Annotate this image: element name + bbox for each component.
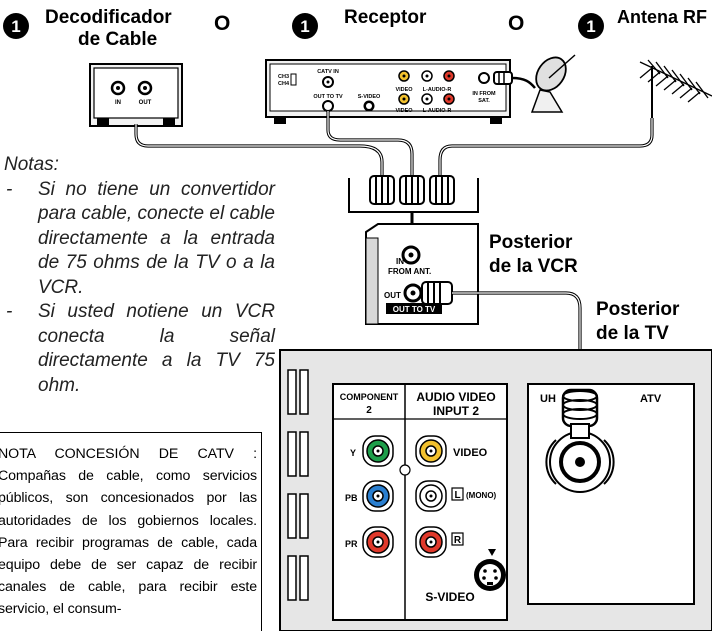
source-header-antenna: 1 Antena RF [578, 7, 707, 39]
number-badge-icon [578, 13, 604, 39]
cable-box-in-label: IN [115, 100, 121, 106]
source-header-cable-box: 1 Decodificador de Cable [3, 7, 172, 50]
coax-plug-icon [399, 175, 425, 205]
av-input-label-line2: INPUT 2 [433, 404, 479, 418]
svideo-jack-icon [474, 559, 506, 591]
sat-label: SAT. [478, 98, 490, 104]
channel-switch-icon [290, 73, 297, 86]
tv-svideo-label: S-VIDEO [425, 590, 474, 604]
coax-plug-icon [429, 175, 455, 205]
audio-l-label: L [454, 490, 460, 501]
notes-section: Notas: - Si no tiene un convertidor para … [0, 153, 275, 398]
uhf-label: UH [540, 393, 556, 405]
or-label: O [508, 12, 524, 35]
receiver-video-label-2: VIDEO [395, 108, 413, 114]
sat-in-jack-icon [478, 72, 490, 84]
or-label: O [214, 12, 230, 35]
ch3-label: CH3 [278, 74, 289, 80]
satellite-dish-icon [511, 54, 576, 113]
source-title-line1: Receptor [344, 7, 427, 28]
coax-plug-icon [561, 388, 599, 439]
audio-r-label: R [454, 535, 462, 546]
note-dash: - [6, 178, 13, 200]
badge-number: 1 [11, 17, 20, 36]
tv-video-label: VIDEO [453, 447, 488, 459]
vcr-in-label: IN [396, 257, 404, 266]
component-number: 2 [366, 405, 372, 416]
note-text: Si usted notiene un VCR conecta la señal… [38, 301, 275, 396]
pr-label: PR [345, 539, 358, 549]
y-jack-icon [362, 435, 394, 467]
tv-title-line1: Posterior [596, 299, 680, 320]
pb-label: PB [345, 493, 358, 503]
source-header-receiver: 1 Receptor [292, 7, 427, 39]
in-from-label: IN FROM [472, 91, 496, 97]
vcr-out-to-tv-label: OUT TO TV [393, 305, 436, 314]
badge-number: 1 [300, 17, 309, 36]
component-label: COMPONENT [340, 392, 399, 402]
catv-in-label: CATV IN [317, 69, 339, 75]
source-title-line1: Decodificador [45, 7, 172, 28]
ch4-label: CH4 [278, 81, 290, 87]
cable-box-out-label: OUT [139, 100, 152, 106]
audio-right-jack-icon [415, 526, 447, 558]
badge-number: 1 [586, 17, 595, 36]
vcr-out-label: OUT [384, 291, 401, 300]
y-label: Y [350, 448, 356, 458]
note-item: - Si usted notiene un VCR conecta la seña… [0, 300, 275, 398]
out-to-tv-label: OUT TO TV [313, 94, 343, 100]
number-badge-icon [3, 13, 29, 39]
vcr-title-line1: Posterior [489, 232, 573, 253]
note-item: - Si no tiene un convertidor para cable, … [0, 178, 275, 301]
cable-box-device: IN OUT [89, 63, 183, 127]
notes-title: Notas: [4, 154, 59, 175]
pb-jack-icon [362, 480, 394, 512]
catv-note-box: NOTA CONCESIÓN DE CATV : Compañas de cab… [0, 432, 262, 631]
coax-plug-icon [421, 281, 453, 305]
catv-note-text: NOTA CONCESIÓN DE CATV : Compañas de cab… [0, 446, 257, 618]
av-input-label-line1: AUDIO VIDEO [416, 390, 495, 404]
catv-label: ATV [640, 393, 662, 405]
triangle-marker-icon [488, 549, 496, 556]
number-badge-icon [292, 13, 318, 39]
receiver-svideo-label: S-VIDEO [358, 94, 381, 100]
coax-plug-icon [493, 71, 513, 85]
receiver-audio-label-2: L-AUDIO-R [423, 108, 452, 114]
receiver-out-jack-icon [322, 100, 334, 112]
tv-rear-panel: COMPONENT 2 AUDIO VIDEO INPUT 2 Y PB PR [279, 349, 712, 631]
note-text: Si no tiene un convertidor para cable, c… [38, 178, 275, 298]
source-title-line1: Antena RF [617, 7, 707, 27]
pr-jack-icon [362, 526, 394, 558]
audio-left-jack-icon [415, 480, 447, 512]
source-title-line2: de Cable [78, 29, 157, 50]
receiver-audio-label: L-AUDIO-R [423, 87, 452, 93]
vcr-title-line2: de la VCR [489, 256, 578, 277]
vcr-from-ant-label: FROM ANT. [388, 267, 431, 276]
tv-title-line2: de la TV [596, 323, 669, 344]
video-jack-icon [415, 435, 447, 467]
mono-label: (MONO) [466, 491, 497, 500]
vcr-rear-panel: IN FROM ANT. OUT OUT TO TV [365, 223, 479, 325]
receiver-video-label: VIDEO [395, 87, 413, 93]
satellite-receiver-device: CH3 CH4 CATV IN OUT TO TV S-VIDEO VIDEO … [265, 59, 513, 124]
note-dash: - [6, 301, 13, 322]
coax-plug-icon [369, 175, 395, 205]
rf-antenna-icon [639, 59, 712, 120]
